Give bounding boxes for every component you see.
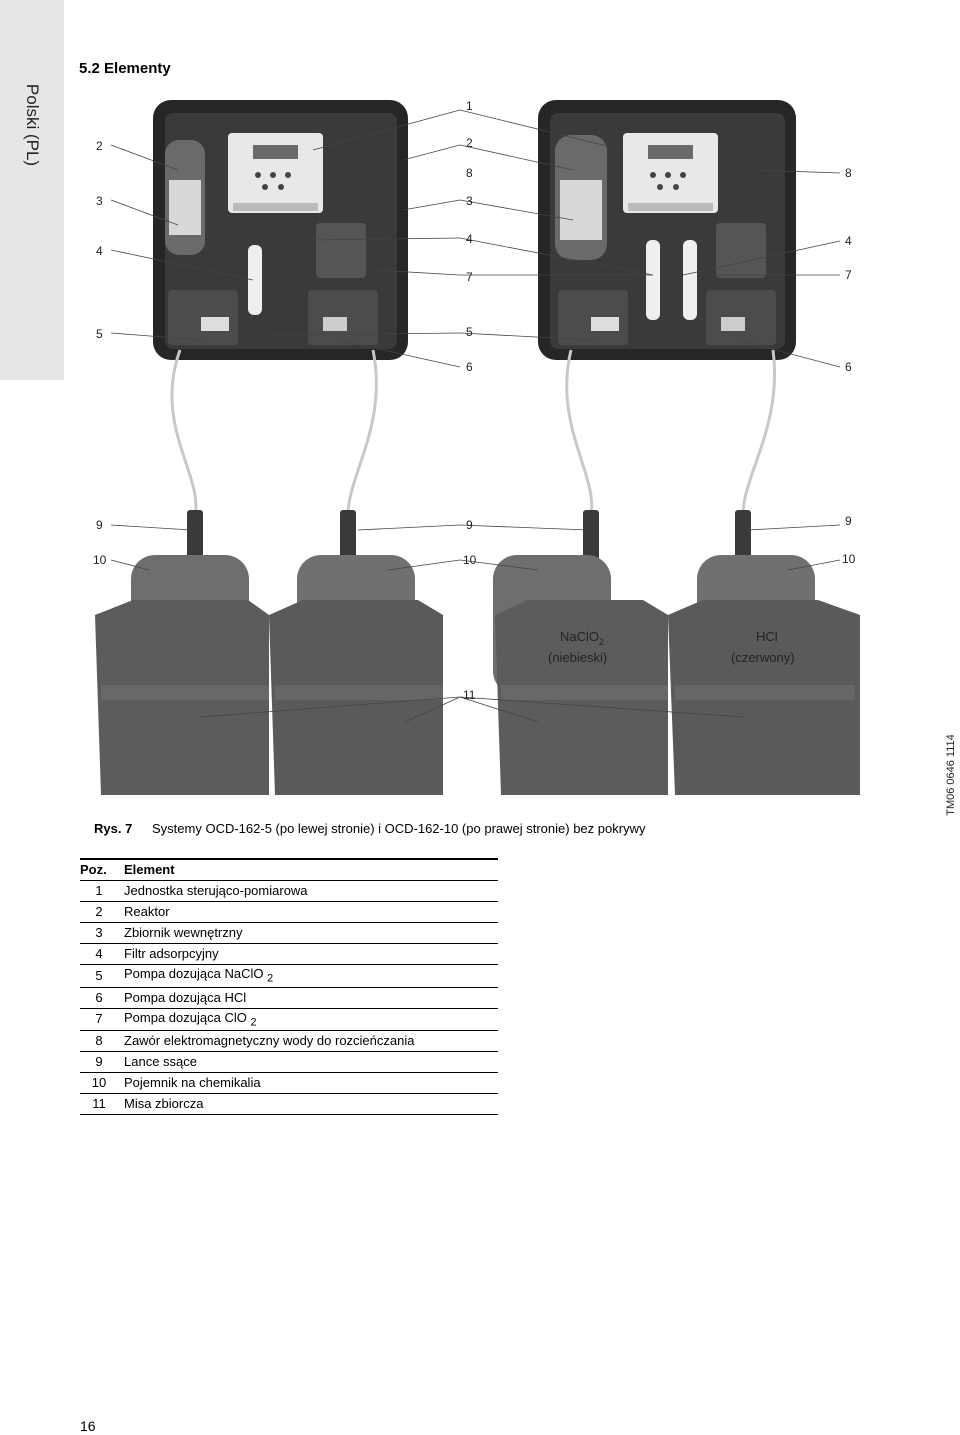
- header-element: Element: [118, 858, 498, 881]
- language-tab-label: Polski (PL): [23, 83, 42, 167]
- callout-center-11: 11: [463, 688, 476, 702]
- callout-right-7: 7: [845, 268, 852, 282]
- row-pos: 11: [80, 1093, 118, 1116]
- callout-center-3: 3: [466, 194, 473, 208]
- left-clo2-pump: [316, 223, 366, 278]
- callout-center-1: 1: [466, 99, 473, 113]
- callout-center-10: 10: [463, 553, 477, 567]
- row-element: Pompa dozująca NaClO 2: [118, 964, 498, 988]
- row-element: Misa zbiorcza: [118, 1093, 498, 1116]
- figure-number: Rys. 7: [94, 821, 133, 836]
- right-control-panel: [538, 100, 796, 360]
- callout-left-4: 4: [96, 244, 103, 258]
- callout-left-3: 3: [96, 194, 103, 208]
- callout-center-2: 2: [466, 136, 473, 150]
- row-pos: 7: [80, 1008, 118, 1032]
- callout-center-8: 8: [466, 166, 473, 180]
- callout-left-10: 10: [93, 553, 107, 567]
- hcl-label: HCl: [756, 629, 778, 644]
- row-element: Pojemnik na chemikalia: [118, 1072, 498, 1095]
- row-element: Zawór elektromagnetyczny wody do rozcień…: [118, 1030, 498, 1053]
- row-pos: 6: [80, 987, 118, 1009]
- row-element: Filtr adsorpcyjny: [118, 943, 498, 965]
- left-control-panel: [153, 100, 408, 360]
- left-filter: [248, 245, 262, 315]
- page-number: 16: [80, 1418, 96, 1434]
- callout-center-7: 7: [466, 270, 473, 284]
- language-tab: Polski (PL): [0, 0, 64, 380]
- row-element: Jednostka sterująco-pomiarowa: [118, 880, 498, 902]
- callout-left-9: 9: [96, 518, 103, 532]
- naclo2-color-label: (niebieski): [548, 650, 607, 665]
- callout-lines: [110, 109, 841, 723]
- callout-right-9: 9: [845, 514, 852, 528]
- right-controller: [623, 133, 718, 213]
- right-clo2-pump: [716, 223, 766, 278]
- row-pos: 8: [80, 1030, 118, 1053]
- row-element: Zbiornik wewnętrzny: [118, 922, 498, 944]
- callout-center-6: 6: [466, 360, 473, 374]
- suction-hoses: [170, 349, 776, 516]
- collecting-trays: [95, 600, 860, 795]
- row-element: Pompa dozująca ClO 2: [118, 1008, 498, 1032]
- callout-center-5: 5: [466, 325, 473, 339]
- row-pos: 3: [80, 922, 118, 944]
- section-title: 5.2 Elementy: [79, 60, 171, 77]
- parts-table-header: Poz. Element: [80, 858, 498, 881]
- row-pos: 2: [80, 901, 118, 923]
- right-filter-2: [683, 240, 697, 320]
- row-pos: 10: [80, 1072, 118, 1095]
- header-pos: Poz.: [80, 858, 118, 881]
- row-element: Lance ssące: [118, 1051, 498, 1074]
- callout-left-2: 2: [96, 139, 103, 153]
- hcl-color-label: (czerwony): [731, 650, 795, 665]
- row-pos: 1: [80, 880, 118, 902]
- callout-right-6: 6: [845, 360, 852, 374]
- row-pos: 4: [80, 943, 118, 965]
- row-pos: 5: [80, 964, 118, 988]
- callout-right-8: 8: [845, 166, 852, 180]
- row-element: Pompa dozująca HCl: [118, 987, 498, 1009]
- row-element: Reaktor: [118, 901, 498, 923]
- row-pos: 9: [80, 1051, 118, 1074]
- suction-lances: [187, 510, 751, 560]
- figure-caption: Rys. 7 Systemy OCD-162-5 (po lewej stroni…: [94, 821, 645, 836]
- naclo2-label: NaClO2: [560, 629, 604, 647]
- callout-right-4: 4: [845, 234, 852, 248]
- callout-center-9: 9: [466, 518, 473, 532]
- figure-caption-text: Systemy OCD-162-5 (po lewej stronie) i O…: [152, 821, 646, 836]
- callout-right-10: 10: [842, 552, 856, 566]
- system-illustration: 2 3 4 5 9 10 1 2 8 3 4 7 5 6 9 10 11 8 4…: [93, 99, 860, 795]
- callout-left-5: 5: [96, 327, 103, 341]
- system-figure: 2 3 4 5 9 10 1 2 8 3 4 7 5 6 9 10 11 8 4…: [83, 95, 860, 795]
- left-controller: [228, 133, 323, 213]
- callout-center-4: 4: [466, 232, 473, 246]
- figure-code: TM06 0646 1114: [945, 734, 957, 816]
- right-filter-1: [646, 240, 660, 320]
